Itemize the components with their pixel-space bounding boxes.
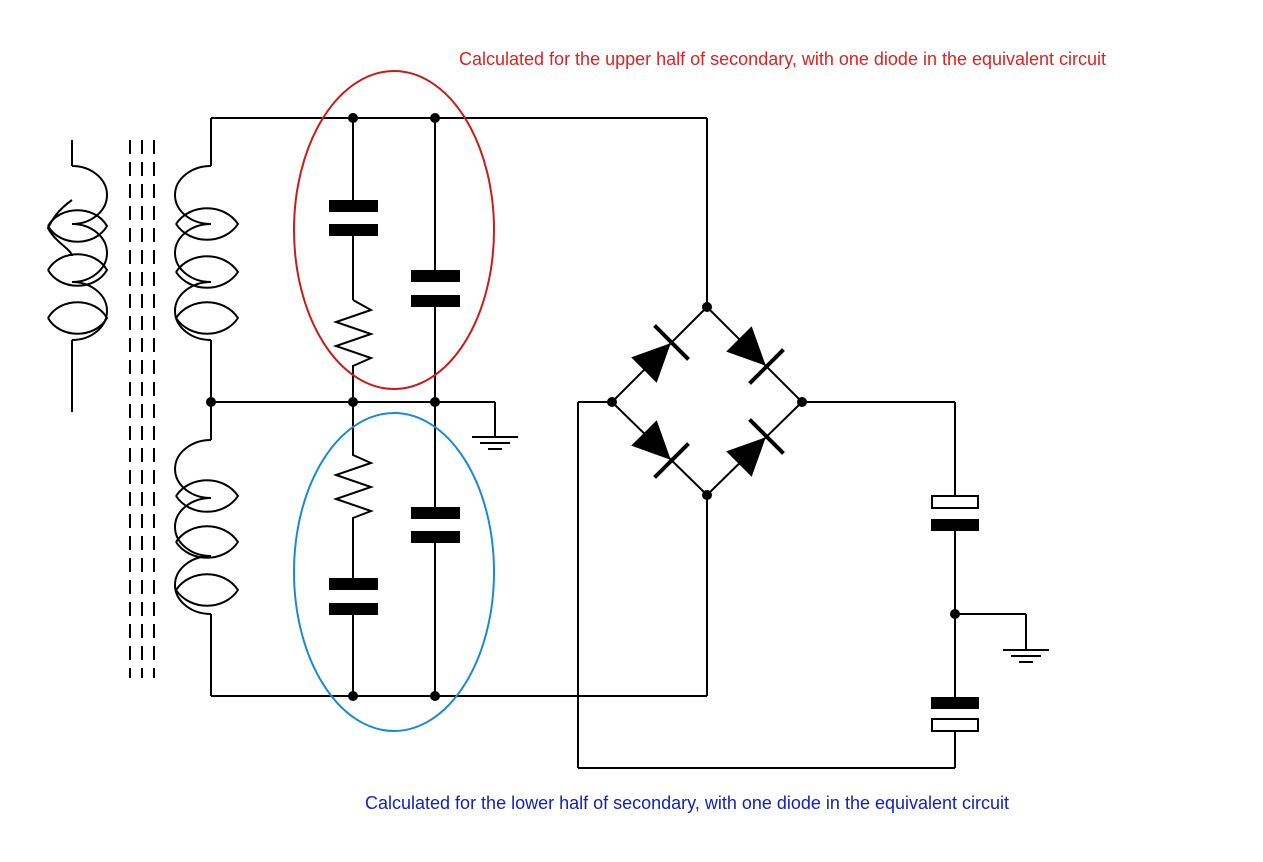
lower-resistor [332,402,375,580]
bridge-rectifier [631,324,785,479]
transformer-secondary-upper [174,118,240,402]
ground-symbol-center-tap [472,436,518,450]
lower-half-highlight-ellipse [293,412,495,732]
lower-series-capacitor [329,578,378,590]
transformer-secondary-lower [174,402,240,696]
upper-half-annotation: Calculated for the upper half of seconda… [459,49,1107,69]
diode-lower-left [631,420,690,479]
diode-upper-right [726,326,785,385]
lower-half-annotation: Calculated for the lower half of seconda… [365,793,1010,813]
wiring [211,117,1027,769]
lower-parallel-capacitor [411,507,460,519]
lower-parallel-capacitor-branch [411,402,460,696]
lower-series-branch [329,402,378,696]
transformer-primary-loops [47,209,109,335]
diode-lower-right [726,418,785,477]
transformer-primary-winding [46,140,108,412]
diode-upper-left [631,324,690,383]
ground-symbol-output [1003,649,1049,663]
upper-series-branch [329,118,378,402]
upper-resistor [332,299,375,402]
transformer-core [129,140,155,678]
upper-series-capacitor [329,200,378,212]
output-capacitor-lower [931,697,979,732]
output-capacitor-upper [931,495,979,531]
upper-parallel-capacitor [411,270,460,282]
junction-dots [206,113,960,701]
upper-parallel-capacitor-branch [411,118,460,402]
upper-half-highlight-ellipse [293,70,495,390]
